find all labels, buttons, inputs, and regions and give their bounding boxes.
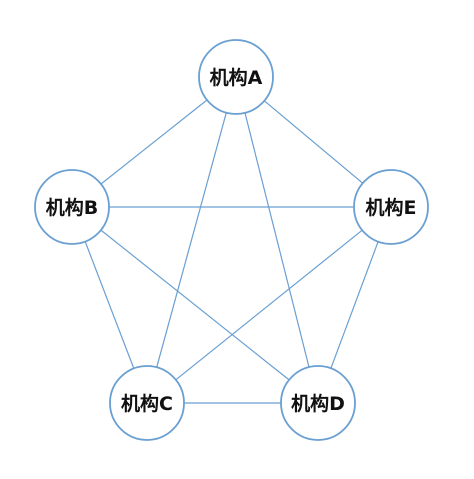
edge-c-e xyxy=(175,229,363,381)
node-e-circle xyxy=(353,169,429,245)
edges-layer xyxy=(84,99,379,404)
node-c: 机构C xyxy=(109,365,185,441)
node-b: 机构B xyxy=(34,169,110,245)
edge-b-d xyxy=(100,229,290,381)
nodes-layer: 机构A 机构B 机构C 机构D 机构E xyxy=(34,39,429,441)
node-d: 机构D xyxy=(280,365,356,441)
node-b-circle xyxy=(34,169,110,245)
node-a: 机构A xyxy=(198,39,274,115)
node-d-circle xyxy=(280,365,356,441)
edge-a-b xyxy=(100,99,208,185)
edge-b-c xyxy=(84,241,135,369)
node-a-circle xyxy=(198,39,274,115)
edge-a-d xyxy=(244,112,310,368)
node-c-label: 机构C xyxy=(121,392,173,415)
node-a-label: 机构A xyxy=(210,66,263,89)
node-e-label: 机构E xyxy=(366,196,417,219)
node-e: 机构E xyxy=(353,169,429,245)
edge-a-e xyxy=(263,100,364,184)
node-c-circle xyxy=(109,365,185,441)
edge-a-c xyxy=(156,112,227,368)
node-b-label: 机构B xyxy=(46,196,98,219)
edge-d-e xyxy=(330,241,379,369)
node-d-label: 机构D xyxy=(291,392,345,415)
